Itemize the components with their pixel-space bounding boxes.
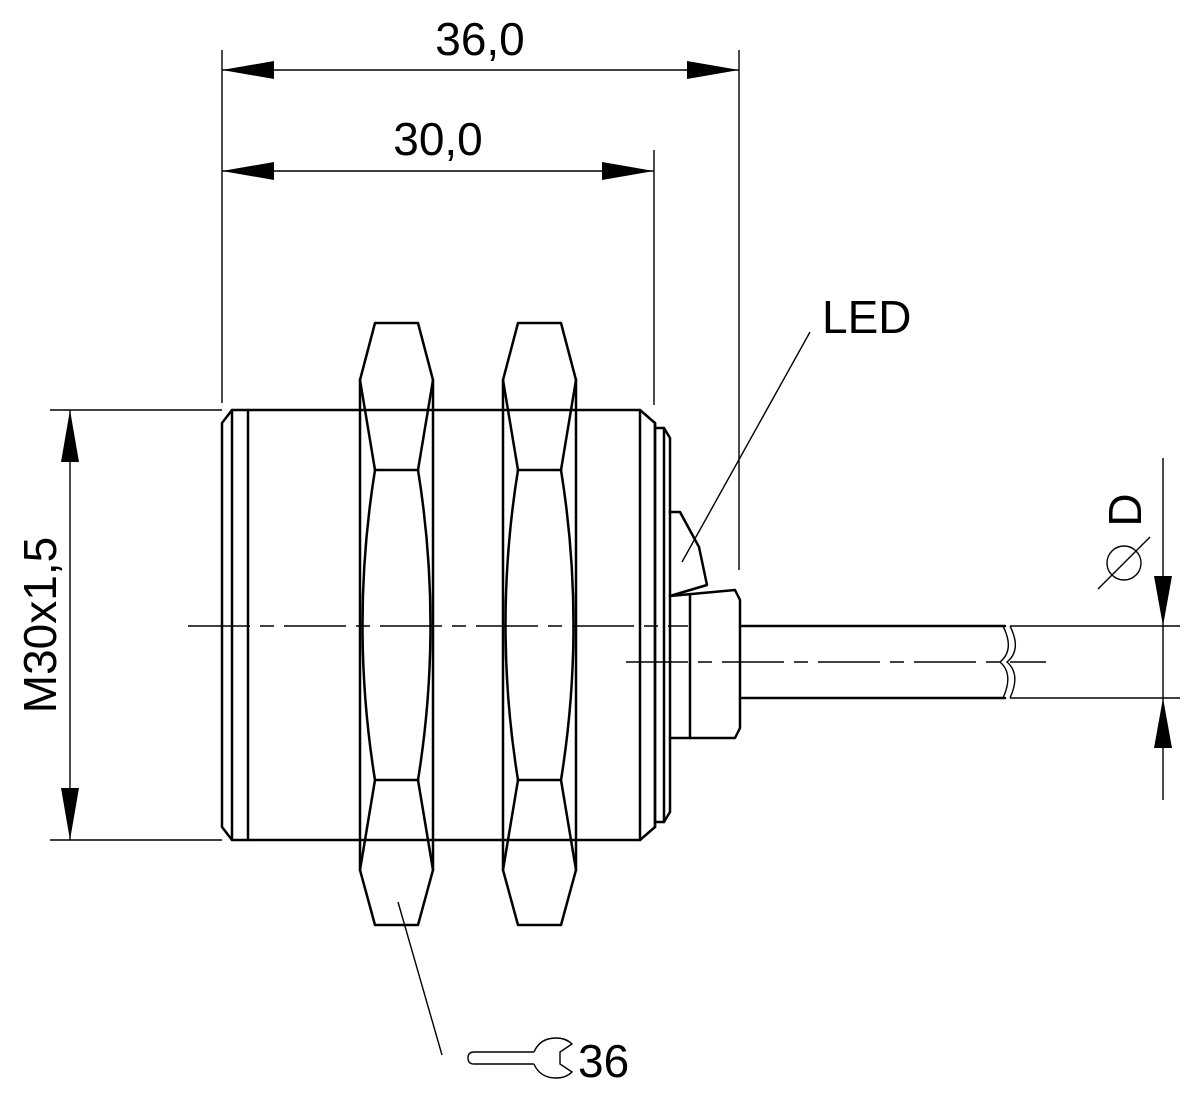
cable (738, 624, 1016, 700)
wrench-size-callout: 36 (397, 901, 629, 1087)
cable-gland (668, 588, 742, 740)
led-window (668, 510, 709, 598)
open-wrench-icon (467, 1037, 574, 1079)
hex-nut-right (501, 321, 578, 927)
centre-lines (188, 625, 1046, 663)
sensor-body (220, 408, 672, 842)
cable-diameter-dimension: D (1010, 458, 1180, 800)
overall-length-label: 36,0 (435, 13, 525, 65)
overall-length-dimension: 36,0 (221, 13, 740, 570)
thread-size-label: M30x1,5 (14, 537, 66, 713)
thread-length-dimension: 30,0 (222, 113, 655, 405)
wrench-size-label: 36 (578, 1035, 629, 1087)
thread-length-label: 30,0 (393, 113, 483, 165)
diameter-symbol-icon (1097, 536, 1151, 590)
led-label: LED (822, 291, 911, 343)
led-callout: LED (681, 291, 911, 563)
hex-nut-left (358, 321, 435, 927)
thread-size-dimension: M30x1,5 (14, 409, 222, 841)
cable-diameter-label: D (1099, 493, 1151, 526)
